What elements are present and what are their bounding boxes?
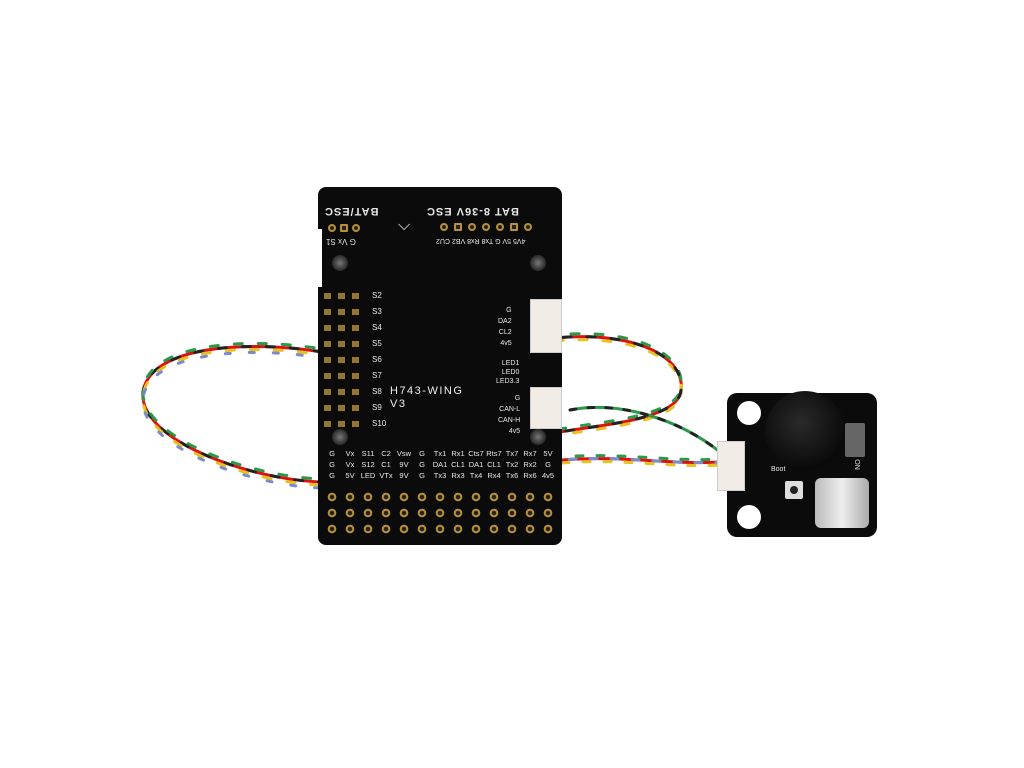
brand-logo: ⌵ [398,217,411,234]
buzzer [765,391,845,471]
screw [530,255,546,271]
bottom-pads [323,489,557,537]
flight-controller-board: BAT/ESC BAT 8-36V ESC ⌵ G Vx S1 4V5 5V G… [318,187,562,545]
servo-label: S3 [372,307,382,316]
servo-label: S9 [372,403,382,412]
servo-label: S7 [372,371,382,380]
bottom-right-label: 4v5 [541,471,555,480]
power-switch[interactable] [845,423,865,457]
bat-voltage-label: BAT 8-36V ESC [426,205,519,217]
servo-label: S5 [372,339,382,348]
servo-label: S2 [372,291,382,300]
servo-label: S10 [372,419,387,428]
bottom-right-label: G [545,460,551,469]
buzzer-board: ON Boot [717,391,877,537]
screw [332,255,348,271]
servo-label: S4 [372,323,382,332]
cable-connector [717,441,745,491]
top-right-pins-label: 4V5 5V G Tx8 Rx8 VB2 CU2 [436,237,526,244]
can-connector [530,387,562,429]
i2c-connector [530,299,562,353]
bottom-right-label: 5V [543,449,553,458]
boot-button[interactable] [785,481,803,499]
top-left-pins-label: G Vx S1 [326,237,356,246]
screw [530,429,546,445]
boot-label: Boot [771,466,786,473]
screw [332,429,348,445]
servo-pin-header: S2 S3 S4 S5 S6 S7 S8 S9 S10 [324,291,386,429]
servo-pads [324,291,364,431]
servo-label: S8 [372,387,382,396]
servo-label: S6 [372,355,382,364]
usb-c-port[interactable] [815,478,869,528]
switch-label: ON [852,459,860,470]
bat-esc-label: BAT/ESC [324,205,379,217]
